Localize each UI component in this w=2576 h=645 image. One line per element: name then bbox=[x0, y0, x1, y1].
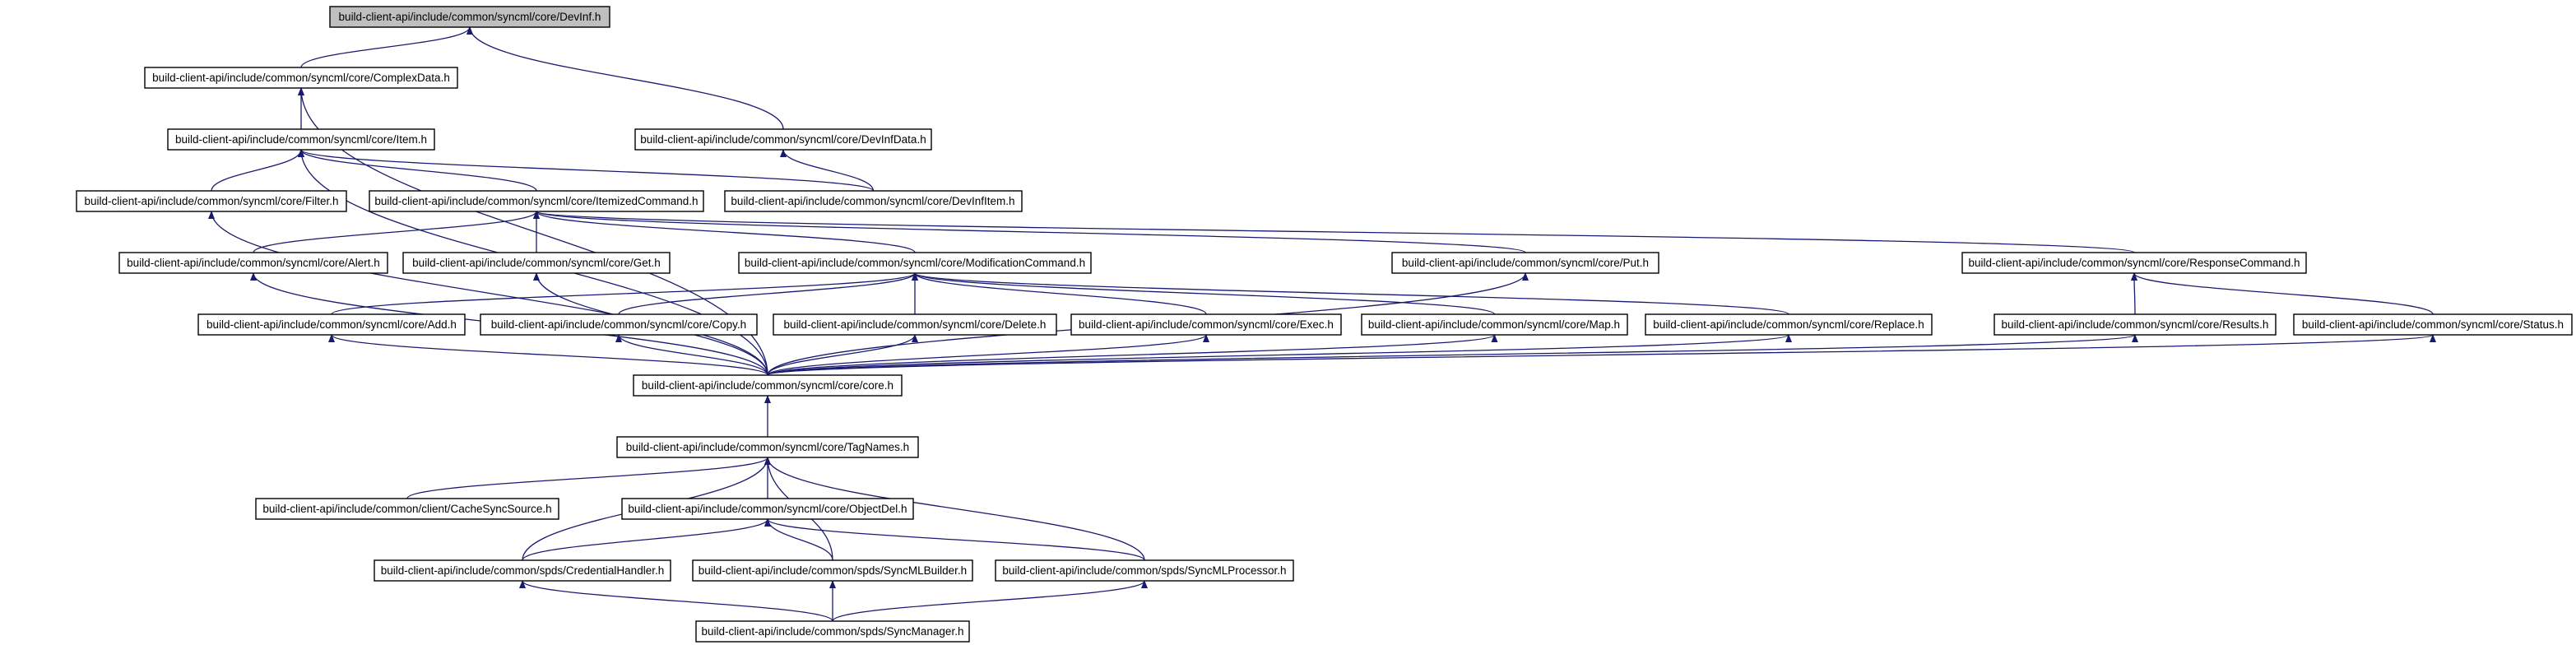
dependency-edge bbox=[211, 149, 304, 192]
dependency-edge bbox=[764, 518, 1145, 561]
node-label: build-client-api/include/common/syncml/c… bbox=[152, 72, 450, 84]
dependency-edge bbox=[832, 580, 1148, 622]
dependency-edge bbox=[618, 272, 918, 315]
node-label: build-client-api/include/common/syncml/c… bbox=[1969, 257, 2300, 269]
dependency-edge bbox=[767, 334, 1792, 376]
node-devinf-h[interactable]: build-client-api/include/common/syncml/c… bbox=[329, 6, 610, 28]
node-replace-h[interactable]: build-client-api/include/common/syncml/c… bbox=[1645, 313, 1933, 336]
dependency-edge bbox=[298, 149, 875, 192]
node-syncmanager-h[interactable]: build-client-api/include/common/spds/Syn… bbox=[695, 620, 970, 643]
node-label: build-client-api/include/common/syncml/c… bbox=[640, 133, 926, 146]
dependency-edge bbox=[208, 211, 768, 376]
dependency-edge bbox=[764, 457, 1145, 561]
node-label: build-client-api/include/common/syncml/c… bbox=[642, 379, 893, 392]
node-label: build-client-api/include/common/syncml/c… bbox=[339, 11, 601, 23]
node-label: build-client-api/include/common/client/C… bbox=[262, 503, 551, 515]
node-copy-h[interactable]: build-client-api/include/common/syncml/c… bbox=[480, 313, 758, 336]
node-put-h[interactable]: build-client-api/include/common/syncml/c… bbox=[1391, 252, 1659, 274]
node-credentialhandler-h[interactable]: build-client-api/include/common/spds/Cre… bbox=[374, 559, 671, 582]
node-label: build-client-api/include/common/syncml/c… bbox=[84, 195, 338, 207]
dependency-edge bbox=[533, 211, 2135, 253]
node-label: build-client-api/include/common/syncml/c… bbox=[2002, 318, 2269, 331]
node-label: build-client-api/include/common/syncml/c… bbox=[731, 195, 1014, 207]
node-label: build-client-api/include/common/syncml/c… bbox=[745, 257, 1085, 269]
node-complexdata-h[interactable]: build-client-api/include/common/syncml/c… bbox=[144, 67, 458, 89]
node-modificationcommand-h[interactable]: build-client-api/include/common/syncml/c… bbox=[738, 252, 1092, 274]
node-label: build-client-api/include/common/syncml/c… bbox=[1402, 257, 1649, 269]
node-status-h[interactable]: build-client-api/include/common/syncml/c… bbox=[2293, 313, 2573, 336]
node-add-h[interactable]: build-client-api/include/common/syncml/c… bbox=[197, 313, 466, 336]
dependency-edge bbox=[2131, 272, 2434, 315]
edges-layer bbox=[208, 26, 2436, 622]
dependency-edge bbox=[764, 518, 833, 561]
dependency-edge bbox=[533, 211, 916, 253]
dependency-edge bbox=[767, 334, 1209, 376]
node-label: build-client-api/include/common/syncml/c… bbox=[1368, 318, 1620, 331]
dependency-edge bbox=[912, 272, 1789, 315]
node-label: build-client-api/include/common/syncml/c… bbox=[628, 503, 907, 515]
node-label: build-client-api/include/common/syncml/c… bbox=[1079, 318, 1334, 331]
dependency-edge bbox=[767, 334, 2138, 376]
node-label: build-client-api/include/common/syncml/c… bbox=[626, 441, 909, 453]
node-label: build-client-api/include/common/syncml/c… bbox=[412, 257, 661, 269]
dependency-edge bbox=[912, 272, 1496, 315]
node-filter-h[interactable]: build-client-api/include/common/syncml/c… bbox=[76, 190, 347, 212]
dependency-edge bbox=[780, 149, 875, 192]
node-itemizedcommand-h[interactable]: build-client-api/include/common/syncml/c… bbox=[369, 190, 704, 212]
node-label: build-client-api/include/common/spds/Syn… bbox=[699, 564, 967, 577]
node-tagnames-h[interactable]: build-client-api/include/common/syncml/c… bbox=[616, 436, 919, 458]
dependency-edge bbox=[533, 211, 1526, 253]
node-cachesyncsource-h[interactable]: build-client-api/include/common/client/C… bbox=[255, 498, 559, 520]
dependency-edge bbox=[615, 334, 768, 376]
node-exec-h[interactable]: build-client-api/include/common/syncml/c… bbox=[1070, 313, 1342, 336]
node-label: build-client-api/include/common/syncml/c… bbox=[784, 318, 1047, 331]
node-objectdel-h[interactable]: build-client-api/include/common/syncml/c… bbox=[621, 498, 914, 520]
node-responsecommand-h[interactable]: build-client-api/include/common/syncml/c… bbox=[1961, 252, 2307, 274]
node-syncmlbuilder-h[interactable]: build-client-api/include/common/spds/Syn… bbox=[692, 559, 973, 582]
node-alert-h[interactable]: build-client-api/include/common/syncml/c… bbox=[118, 252, 388, 274]
node-get-h[interactable]: build-client-api/include/common/syncml/c… bbox=[402, 252, 671, 274]
node-label: build-client-api/include/common/syncml/c… bbox=[207, 318, 457, 331]
node-results-h[interactable]: build-client-api/include/common/syncml/c… bbox=[1993, 313, 2277, 336]
node-syncmlprocessor-h[interactable]: build-client-api/include/common/spds/Syn… bbox=[995, 559, 1294, 582]
dependency-edge bbox=[331, 272, 918, 315]
node-label: build-client-api/include/common/spds/Syn… bbox=[1002, 564, 1286, 577]
node-item-h[interactable]: build-client-api/include/common/syncml/c… bbox=[167, 128, 435, 151]
node-label: build-client-api/include/common/syncml/c… bbox=[1653, 318, 1924, 331]
dependency-edge bbox=[466, 26, 784, 130]
dependency-edge bbox=[253, 211, 540, 253]
node-delete-h[interactable]: build-client-api/include/common/syncml/c… bbox=[773, 313, 1057, 336]
node-core-h[interactable]: build-client-api/include/common/syncml/c… bbox=[633, 374, 903, 397]
dependency-edge bbox=[328, 334, 768, 376]
node-label: build-client-api/include/common/syncml/c… bbox=[491, 318, 746, 331]
node-label: build-client-api/include/common/spds/Syn… bbox=[702, 625, 964, 638]
node-map-h[interactable]: build-client-api/include/common/syncml/c… bbox=[1361, 313, 1628, 336]
dependency-edge bbox=[767, 334, 918, 376]
nodes-layer: build-client-api/include/common/syncml/c… bbox=[76, 6, 2573, 643]
node-devinfitem-h[interactable]: build-client-api/include/common/syncml/c… bbox=[724, 190, 1023, 212]
dependency-edge bbox=[2131, 272, 2138, 315]
node-label: build-client-api/include/common/syncml/c… bbox=[2302, 318, 2564, 331]
dependency-edge bbox=[406, 457, 771, 499]
node-label: build-client-api/include/common/syncml/c… bbox=[175, 133, 427, 146]
node-label: build-client-api/include/common/spds/Cre… bbox=[381, 564, 664, 577]
dependency-edge bbox=[300, 26, 473, 68]
node-label: build-client-api/include/common/syncml/c… bbox=[127, 257, 380, 269]
dependency-edge bbox=[298, 149, 537, 192]
dependency-edge bbox=[519, 580, 833, 622]
dependency-edge bbox=[767, 334, 2436, 376]
dependency-edge bbox=[767, 334, 1498, 376]
node-label: build-client-api/include/common/syncml/c… bbox=[374, 195, 698, 207]
node-devinfdata-h[interactable]: build-client-api/include/common/syncml/c… bbox=[634, 128, 932, 151]
dependency-edge bbox=[522, 518, 771, 561]
dependency-edge bbox=[912, 272, 1207, 315]
